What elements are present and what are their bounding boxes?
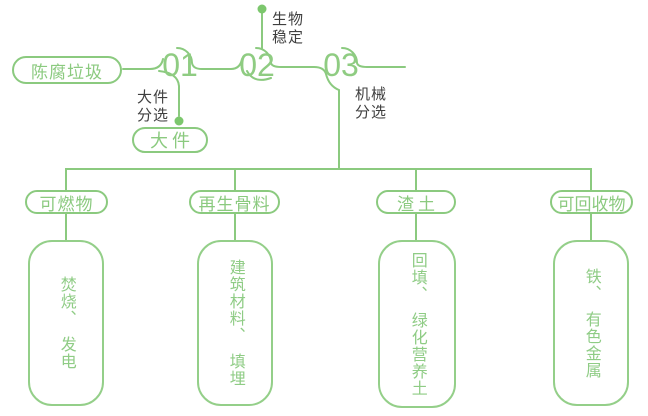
stage-number-02: 02: [239, 47, 275, 83]
branch-pill-recyclables: 可回收物: [550, 190, 633, 214]
outcome-box-text: 建筑材料、 填埋: [226, 259, 244, 387]
flow-line-02-to-03-and-trunk: [255, 47, 340, 170]
outcome-box-text: 回填、 绿化营养土: [408, 251, 426, 397]
bulky-items-pill: 大件: [132, 127, 208, 153]
outcome-box-construction-materials: 建筑材料、 填埋: [197, 240, 273, 406]
flow-line-source-to-01: [122, 58, 164, 70]
branch-pill-label: 再生骨料: [198, 194, 271, 214]
bulky-sorting-dot: [174, 116, 184, 126]
branch-pill-label: 渣土: [397, 194, 439, 214]
label-mechanical-sorting: 机械 分选: [355, 86, 388, 121]
stage-number-01: 01: [162, 47, 198, 83]
flow-line-01-to-02: [176, 47, 243, 70]
flow-line-03-out: [341, 47, 406, 68]
branch-pill-label: 可燃物: [39, 194, 94, 214]
branch-pill-combustibles: 可燃物: [25, 190, 108, 214]
branch-pill-label: 可回收物: [557, 194, 626, 214]
source-pill-label: 陈腐垃圾: [31, 62, 103, 82]
branch-pill-recycled-aggregate: 再生骨料: [189, 190, 280, 214]
label-bio-stabilization: 生物 稳定: [272, 11, 305, 46]
outcome-box-backfill: 回填、 绿化营养土: [378, 240, 456, 408]
outcome-box-incineration: 焚烧、 发电: [28, 240, 104, 406]
distribution-bar: [65, 168, 592, 191]
label-bulky-sorting: 大件 分选: [137, 89, 170, 124]
pill-to-box-connectors: [65, 213, 592, 241]
bulky-sorting-connector: [158, 70, 180, 117]
source-pill: 陈腐垃圾: [12, 56, 122, 84]
accent-arc-under-02: [246, 70, 272, 81]
outcome-box-text: 铁、 有色金属: [582, 267, 600, 379]
bulky-items-pill-label: 大件: [150, 131, 194, 151]
stage-number-03: 03: [323, 47, 359, 83]
outcome-box-text: 焚烧、 发电: [57, 276, 75, 370]
outcome-box-metals: 铁、 有色金属: [553, 240, 629, 406]
bio-stabilize-dot: [257, 4, 267, 14]
branch-pill-slag-soil: 渣土: [376, 190, 456, 214]
